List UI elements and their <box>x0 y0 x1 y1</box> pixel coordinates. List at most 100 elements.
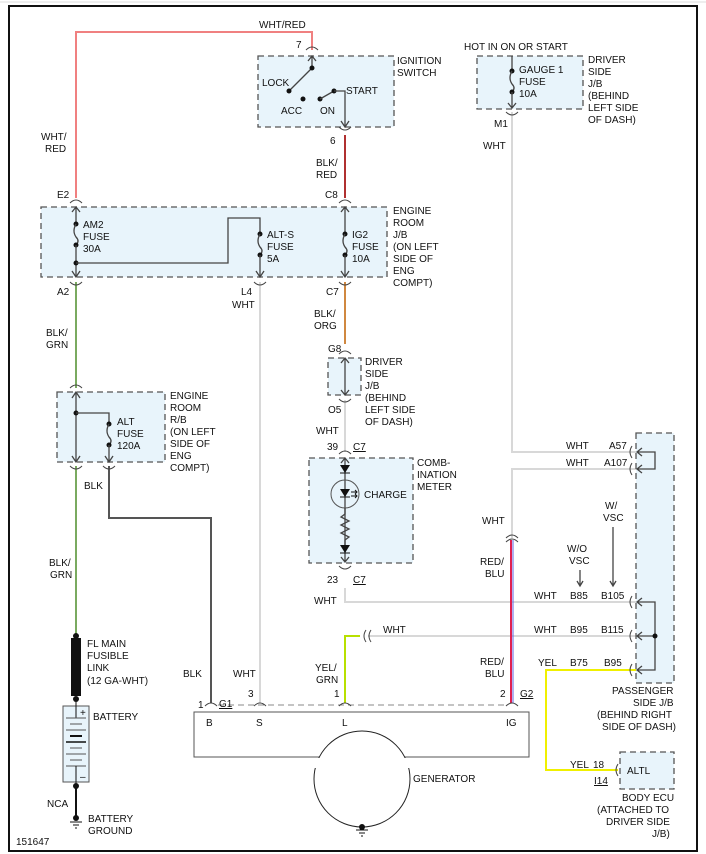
wire-label-red-blu-lower: RED/ <box>480 657 504 668</box>
switch-pos-lock: LOCK <box>262 78 290 89</box>
pin-label-s: 3 <box>248 689 254 700</box>
fuse-am2-icon <box>73 223 79 246</box>
ecu-title-4: J/B) <box>652 829 670 840</box>
wire-label-wht-a57: WHT <box>566 441 589 452</box>
battery-label: BATTERY <box>93 712 139 723</box>
pin-label-l: 1 <box>334 689 340 700</box>
pin-label-c8: C8 <box>325 190 338 201</box>
meter-title: COMB- <box>417 458 450 469</box>
fuse-alts-label: ALT-S <box>267 230 294 241</box>
meter-title-2: INATION <box>417 470 457 481</box>
wire-wht-m1 <box>511 112 636 453</box>
terminal-l: L <box>342 718 348 729</box>
generator-label: GENERATOR <box>413 774 475 785</box>
djb-title-3: J/B <box>365 381 380 392</box>
fuse-rating: 10A <box>519 89 537 100</box>
djb-title-5: LEFT SIDE <box>365 405 416 416</box>
pin-label-b115: B115 <box>601 625 624 636</box>
jb-title: DRIVER <box>588 55 626 66</box>
fuse-label-2: FUSE <box>519 77 546 88</box>
fusible-link-label-2: FUSIBLE <box>87 651 129 662</box>
note-with-vsc-2: VSC <box>603 513 624 524</box>
connector-m1 <box>505 111 519 116</box>
rb-title-6: ENG <box>170 451 192 462</box>
pin-label-a2: A2 <box>57 287 70 298</box>
figure-id: 151647 <box>16 837 50 848</box>
meter-title-3: METER <box>417 482 452 493</box>
pin-label-7: 7 <box>296 40 302 51</box>
pin-label-m1: M1 <box>494 119 508 130</box>
fuse-am2-rating: 30A <box>83 244 101 255</box>
wire-label-blk: BLK <box>84 481 103 492</box>
pjb-title-3: (BEHIND RIGHT <box>597 710 672 721</box>
terminal-b: B <box>206 718 213 729</box>
combination-meter: CHARGE COMB- INATION METER 39 C7 23 C7 <box>308 442 457 586</box>
jb-title-4: (ON LEFT <box>393 242 439 253</box>
fuse-label: GAUGE 1 <box>519 65 564 76</box>
pin-label-e2: E2 <box>57 190 70 201</box>
wire-wht-23 <box>344 588 636 603</box>
pin-label-ig: 2 <box>500 689 506 700</box>
pin-label-18: 18 <box>593 760 605 771</box>
wire-label-yel-grn: YEL/ <box>315 663 337 674</box>
terminal-ig: IG <box>506 718 517 729</box>
generator: GENERATOR B S L IG 1 G1 3 1 2 G2 <box>193 689 534 837</box>
wire-label-wht-b85: WHT <box>534 591 557 602</box>
battery-ground-label-2: GROUND <box>88 826 132 837</box>
fuse-alt-rating: 120A <box>117 441 141 452</box>
fuse-ig2-label-2: FUSE <box>352 242 379 253</box>
wire-label-blk-org: BLK/ <box>314 309 336 320</box>
pin-label-b95: B95 <box>604 658 622 669</box>
pin-label-a57: A57 <box>609 441 627 452</box>
wire-blk <box>108 466 212 703</box>
wire-wht-a107 <box>511 468 636 538</box>
switch-pos-acc: ACC <box>281 106 302 117</box>
wire-label-yel-b75: YEL <box>538 658 557 669</box>
connector-pin-6 <box>338 126 352 131</box>
arrow-down-icon <box>576 570 584 588</box>
pin-label-b95-alt: B95 <box>570 625 588 636</box>
wire-label-red-blu-2: BLU <box>485 569 504 580</box>
wire-label-wht-b95: WHT <box>534 625 557 636</box>
wire-label-wht-l: WHT <box>383 625 406 636</box>
wire-label-wht-o5: WHT <box>316 426 339 437</box>
jb-title-3: J/B <box>588 79 603 90</box>
fuse-am2-label: AM2 <box>83 220 104 231</box>
rb-title-3: R/B <box>170 415 187 426</box>
wire-label-blk-grn-lower-2: GRN <box>50 570 72 581</box>
pin-label-l4: L4 <box>241 287 253 298</box>
wire-yel-grn <box>344 635 360 703</box>
battery-minus: – <box>80 772 86 783</box>
cable-label-nca: NCA <box>47 799 68 810</box>
jb-title-2: SIDE <box>588 67 612 78</box>
wire-label-wht-red-left-2: RED <box>45 144 66 155</box>
wire-label-blk-grn-2: GRN <box>46 340 68 351</box>
charge-lamp-label: CHARGE <box>364 490 407 501</box>
driver-side-jb-gauge: HOT IN ON OR START GAUGE 1 FUSE 10A DRIV… <box>464 42 639 130</box>
pin-label-b: 1 <box>198 700 204 711</box>
note-with-vsc: W/ <box>605 501 617 512</box>
fuse-am2-label-2: FUSE <box>83 232 110 243</box>
djb-title-6: OF DASH) <box>365 417 413 428</box>
wire-label-yel-grn-2: GRN <box>316 675 338 686</box>
pin-label-b85: B85 <box>570 591 588 602</box>
wire-label-blk-grn: BLK/ <box>46 328 68 339</box>
jb-title-6: ENG <box>393 266 415 277</box>
fuse-alt-s-icon <box>257 233 263 256</box>
ignition-switch-title-2: SWITCH <box>397 68 436 79</box>
jb-title-4: (BEHIND <box>588 91 629 102</box>
rb-title-7: COMPT) <box>170 463 209 474</box>
rb-title-2: ROOM <box>170 403 201 414</box>
driver-side-jb: G8 O5 DRIVER SIDE J/B (BEHIND LEFT SIDE … <box>327 344 416 428</box>
connector-label-c7: C7 <box>353 442 366 453</box>
pin-label-a107: A107 <box>604 458 628 469</box>
fuse-alt-label: ALT <box>117 417 135 428</box>
wire-label-wht-red: WHT/RED <box>259 20 306 31</box>
rb-title-4: (ON LEFT <box>170 427 216 438</box>
pjb-title-2: SIDE J/B <box>633 698 674 709</box>
rb-title: ENGINE <box>170 391 209 402</box>
wire-label-blk-b: BLK <box>183 669 202 680</box>
terminal-altl: ALTL <box>627 766 651 777</box>
connector-label-i14: I14 <box>594 776 608 787</box>
